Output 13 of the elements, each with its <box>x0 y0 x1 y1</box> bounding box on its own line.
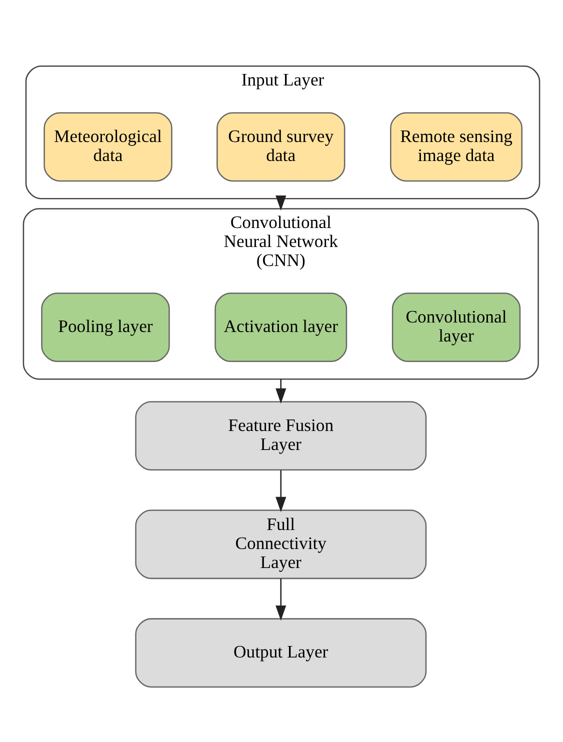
arrow <box>276 378 286 404</box>
node-box: Full Connectivity Layer <box>135 509 427 579</box>
arrow <box>276 470 286 512</box>
node-box: Ground survey data <box>216 112 346 182</box>
node-box: Feature Fusion Layer <box>135 400 427 470</box>
node-box: Activation layer <box>214 292 348 362</box>
node-box: Pooling layer <box>41 292 170 362</box>
arrow <box>276 194 286 210</box>
node-box: Convolutional layer <box>392 292 521 362</box>
node-box: Meteorological data <box>44 112 172 182</box>
node-box: Output Layer <box>135 618 427 688</box>
node-box: Remote sensing image data <box>390 112 522 182</box>
arrow <box>276 578 286 620</box>
